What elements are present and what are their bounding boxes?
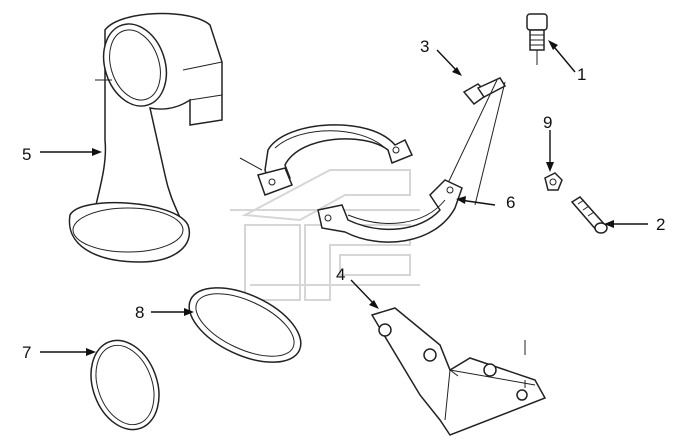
nut-part-9	[544, 172, 563, 191]
upper-clamp-part	[239, 124, 414, 196]
gasket-part-8	[188, 287, 302, 363]
bolt-part-3	[439, 77, 507, 206]
lower-clamp-part	[317, 179, 463, 243]
callout-7: 7	[22, 343, 31, 362]
elbow-pipe-part	[68, 12, 223, 263]
callout-6: 6	[506, 193, 515, 212]
callout-1: 1	[577, 65, 586, 84]
callout-2: 2	[656, 215, 665, 234]
callout-5: 5	[22, 145, 31, 164]
callout-8: 8	[135, 303, 144, 322]
leader-lines	[40, 40, 648, 356]
bolt-part-1	[526, 13, 548, 65]
callout-4: 4	[336, 265, 345, 284]
callout-labels: 1 2 3 4 5 6 7 8 9	[22, 37, 665, 362]
callout-3: 3	[420, 37, 429, 56]
bracket-part-4	[370, 307, 547, 436]
callout-9: 9	[543, 113, 552, 132]
bolt-part-2	[570, 196, 608, 234]
gasket-part-7	[90, 339, 160, 431]
